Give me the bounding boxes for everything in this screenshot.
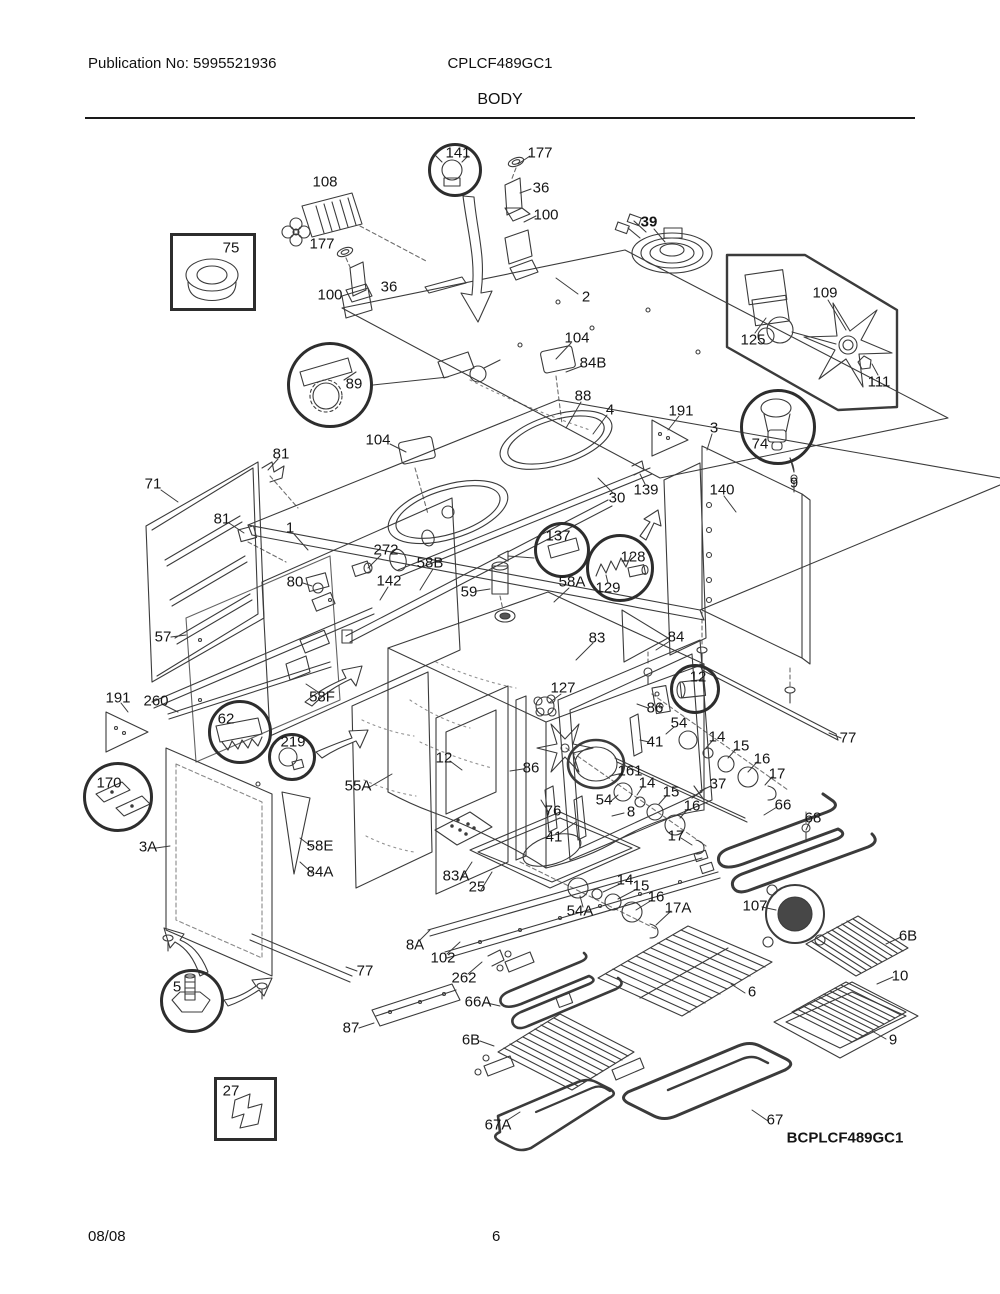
part-latch-137: [497, 509, 707, 699]
header-rule: [85, 117, 915, 119]
part-maintop: [247, 345, 1000, 685]
part-top-cover: [341, 249, 949, 479]
part-thermostat-141: [435, 155, 493, 323]
part-small-glyphs: [95, 258, 369, 1129]
part-element-brackets: [474, 823, 811, 1081]
footer-date: 08/08: [88, 1228, 126, 1245]
section-title: BODY: [477, 91, 523, 108]
part-bake-elements: [493, 792, 877, 1152]
part-convection-motor-box: [725, 253, 899, 412]
publication-number: Publication No: 5995521936: [88, 55, 277, 72]
part-oven-cavity: [285, 591, 713, 895]
part-wire-coil-39: [614, 213, 713, 274]
leader-lines: [120, 155, 902, 1122]
part-rear-panels-right: [651, 419, 839, 741]
part-side-panel-3A: [162, 747, 721, 1027]
construction-lines: [247, 167, 807, 825]
model-number: CPLCF489GC1: [447, 55, 553, 72]
part-vent-108: [281, 192, 363, 247]
part-brackets-top: [336, 156, 539, 319]
part-racks: [497, 884, 919, 1091]
part-rails-top: [341, 460, 653, 644]
part-rear-panels-left: [105, 461, 461, 763]
part-light-assemblies: [519, 693, 789, 939]
part-latch-89: [299, 357, 357, 413]
footer-page-number: 6: [492, 1228, 501, 1245]
part-bulb-74: [760, 398, 798, 493]
